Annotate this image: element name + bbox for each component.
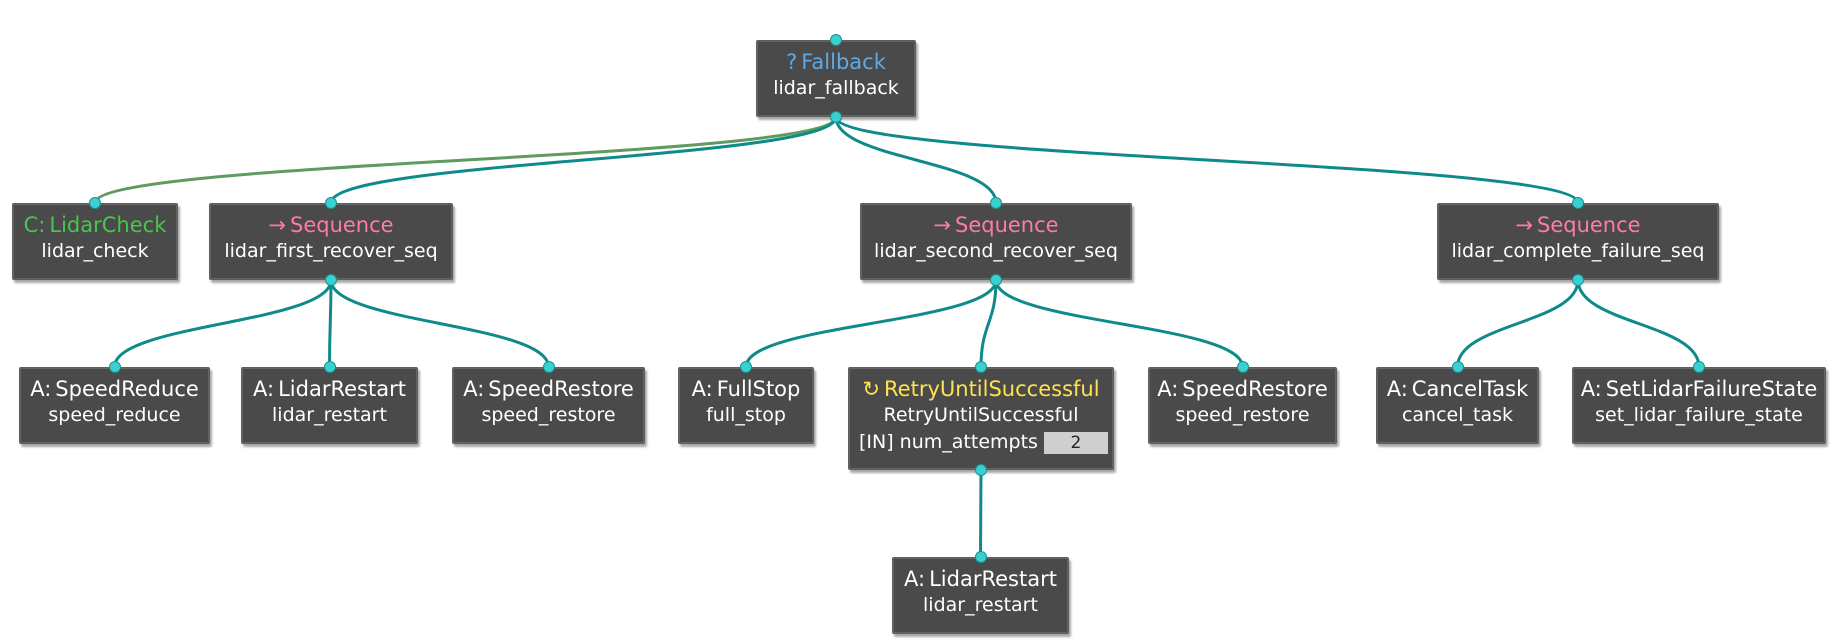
node-type-label: LidarRestart (929, 567, 1057, 591)
input-port-dot[interactable] (325, 197, 337, 209)
node-type-label: LidarCheck (49, 213, 167, 237)
node-type-label: Sequence (290, 213, 394, 237)
edge-root-to-seq2 (834, 116, 998, 204)
node-speed-restore[interactable]: A:SpeedRestore speed_restore (452, 367, 645, 444)
node-lidar-fallback[interactable]: ?Fallback lidar_fallback (756, 40, 916, 117)
sequence-arrow-icon: → (268, 213, 286, 237)
input-port-dot[interactable] (974, 551, 987, 563)
node-instance-name: lidar_complete_failure_seq (1451, 240, 1705, 262)
node-type-label: Fallback (801, 50, 886, 74)
node-lidar-restart[interactable]: A:LidarRestart lidar_restart (892, 557, 1069, 634)
condition-icon: C: (23, 213, 46, 237)
edge-root-to-check (93, 116, 838, 204)
node-instance-name: cancel_task (1401, 404, 1514, 426)
node-lidar-restart[interactable]: A:LidarRestart lidar_restart (241, 367, 418, 444)
edge-seq3-to-cancel_task (1456, 279, 1580, 368)
edge-seq2-to-full_stop (744, 279, 998, 368)
edge-root-to-seq3 (834, 116, 1580, 204)
node-instance-name: speed_restore (481, 404, 616, 426)
edge-seq1-to-speed_reduce (113, 279, 333, 368)
node-instance-name: lidar_first_recover_seq (224, 240, 438, 262)
node-instance-name: lidar_restart (923, 594, 1038, 616)
port-label: [IN] num_attempts (859, 431, 1038, 453)
input-port-dot[interactable] (990, 197, 1002, 209)
node-set-lidar-failure-state[interactable]: A:SetLidarFailureState set_lidar_failure… (1572, 367, 1826, 444)
action-icon: A: (904, 567, 926, 591)
edge-seq1-to-lidar_restart_1 (328, 279, 333, 368)
retry-icon: ↻ (862, 377, 881, 401)
node-type-label: SetLidarFailureState (1605, 377, 1818, 401)
node-type-label: SpeedReduce (55, 377, 199, 401)
edge-seq2-to-speed_restore_2 (994, 279, 1244, 368)
node-speed-reduce[interactable]: A:SpeedReduce speed_reduce (19, 367, 210, 444)
action-icon: A: (1386, 377, 1408, 401)
sequence-arrow-icon: → (1515, 213, 1533, 237)
node-cancel-task[interactable]: A:CancelTask cancel_task (1376, 367, 1539, 444)
fallback-icon: ? (786, 50, 798, 74)
action-icon: A: (463, 377, 485, 401)
num-attempts-input[interactable]: 2 (1043, 431, 1108, 454)
input-port-dot[interactable] (1451, 361, 1464, 373)
input-port-dot[interactable] (830, 34, 842, 46)
node-instance-name: set_lidar_failure_state (1595, 404, 1803, 426)
input-port-dot[interactable] (975, 361, 987, 373)
input-port-dot[interactable] (89, 197, 101, 209)
action-icon: A: (1157, 377, 1179, 401)
edge-seq3-to-set_failure (1576, 279, 1701, 368)
action-icon: A: (253, 377, 275, 401)
node-type-label: SpeedRestore (1182, 377, 1328, 401)
node-instance-name: lidar_second_recover_seq (874, 240, 1118, 262)
input-port-dot[interactable] (1572, 197, 1584, 209)
node-type-label: CancelTask (1411, 377, 1529, 401)
action-icon: A: (691, 377, 713, 401)
node-instance-name: lidar_check (41, 240, 149, 262)
input-port-dot[interactable] (323, 361, 336, 373)
input-port-dot[interactable] (740, 361, 752, 373)
node-instance-name: lidar_fallback (773, 77, 899, 99)
node-retry-until-successful[interactable]: ↻RetryUntilSuccessful RetryUntilSuccessf… (848, 367, 1114, 470)
output-port-dot[interactable] (975, 464, 987, 476)
node-type-label: Sequence (955, 213, 1059, 237)
output-port-dot[interactable] (325, 274, 337, 286)
node-instance-name: speed_reduce (48, 404, 181, 426)
output-port-dot[interactable] (990, 274, 1002, 286)
node-type-label: SpeedRestore (488, 377, 634, 401)
node-lidar-complete-failure-seq[interactable]: →Sequence lidar_complete_failure_seq (1437, 203, 1719, 280)
node-type-label: FullStop (716, 377, 801, 401)
output-port-dot[interactable] (830, 111, 842, 123)
node-speed-restore[interactable]: A:SpeedRestore speed_restore (1148, 367, 1337, 444)
node-type-label: Sequence (1537, 213, 1641, 237)
node-lidar-check[interactable]: C:LidarCheck lidar_check (12, 203, 178, 280)
action-icon: A: (1580, 377, 1602, 401)
input-port-dot[interactable] (1236, 361, 1249, 373)
sequence-arrow-icon: → (933, 213, 951, 237)
node-instance-name: speed_restore (1175, 404, 1310, 426)
node-lidar-first-recover-seq[interactable]: →Sequence lidar_first_recover_seq (209, 203, 453, 280)
node-instance-name: lidar_restart (272, 404, 387, 426)
node-instance-name: full_stop (706, 404, 786, 426)
node-lidar-second-recover-seq[interactable]: →Sequence lidar_second_recover_seq (860, 203, 1132, 280)
edge-seq2-to-retry (979, 279, 998, 368)
node-instance-name: RetryUntilSuccessful (883, 404, 1079, 426)
input-port-dot[interactable] (1693, 361, 1705, 373)
output-port-dot[interactable] (1572, 274, 1584, 286)
input-port-dot[interactable] (108, 361, 121, 373)
input-port-dot[interactable] (542, 361, 555, 373)
node-type-label: RetryUntilSuccessful (884, 377, 1100, 401)
node-type-label: LidarRestart (278, 377, 406, 401)
edge-retry-to-lidar_restart_2 (979, 469, 983, 558)
edge-seq1-to-speed_restore_1 (329, 279, 550, 368)
edge-root-to-seq1 (329, 116, 838, 204)
node-full-stop[interactable]: A:FullStop full_stop (678, 367, 814, 444)
action-icon: A: (30, 377, 52, 401)
